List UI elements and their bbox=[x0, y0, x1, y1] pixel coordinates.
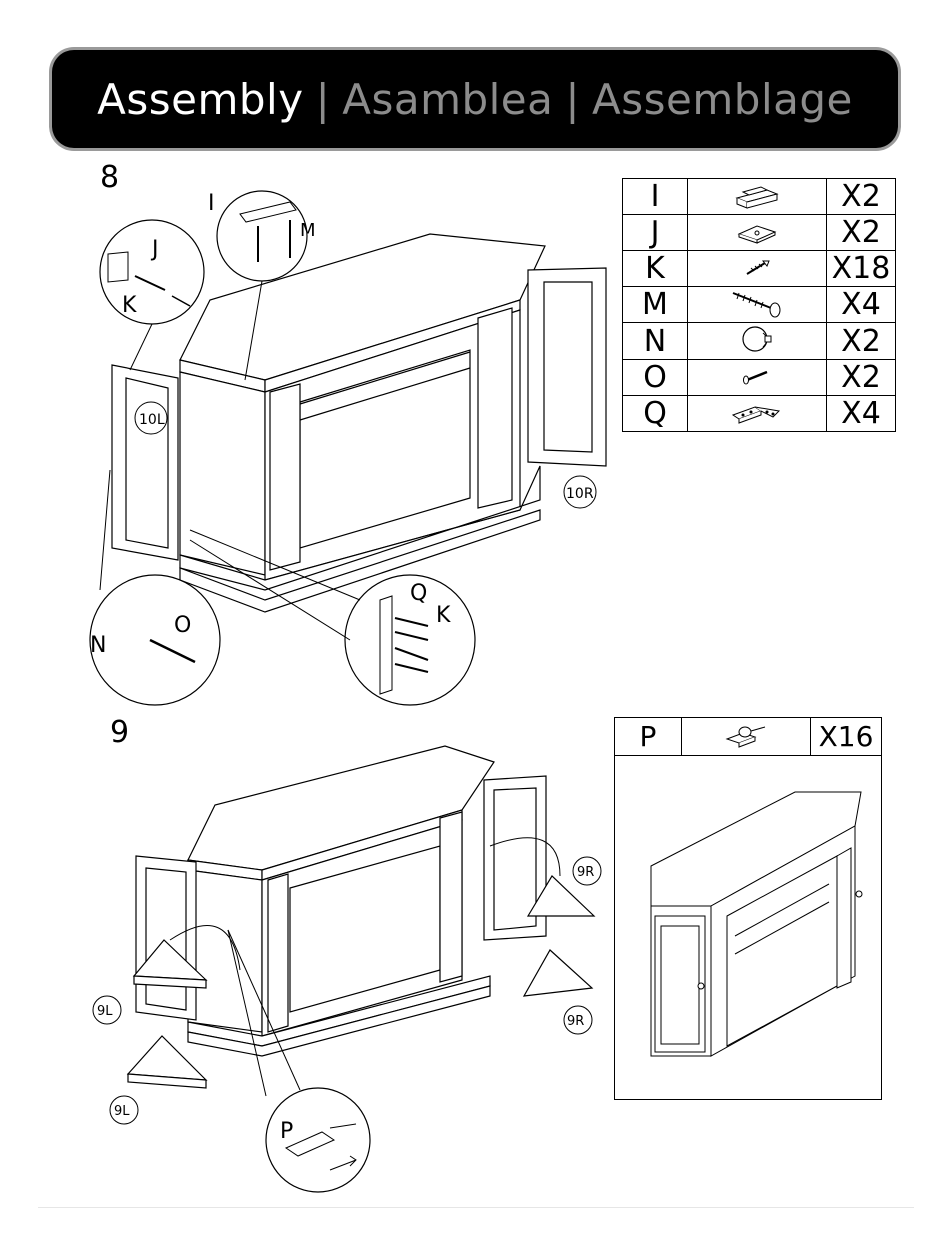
callout-shelf-left-b: 9L bbox=[114, 1104, 130, 1119]
footer-rule bbox=[38, 1207, 914, 1208]
callout-shelf-right-a: 9R bbox=[577, 865, 594, 880]
callout-shelf-right-b: 9R bbox=[567, 1014, 584, 1029]
callout-p: P bbox=[280, 1119, 293, 1144]
callout-shelf-left-a: 9L bbox=[97, 1004, 113, 1019]
